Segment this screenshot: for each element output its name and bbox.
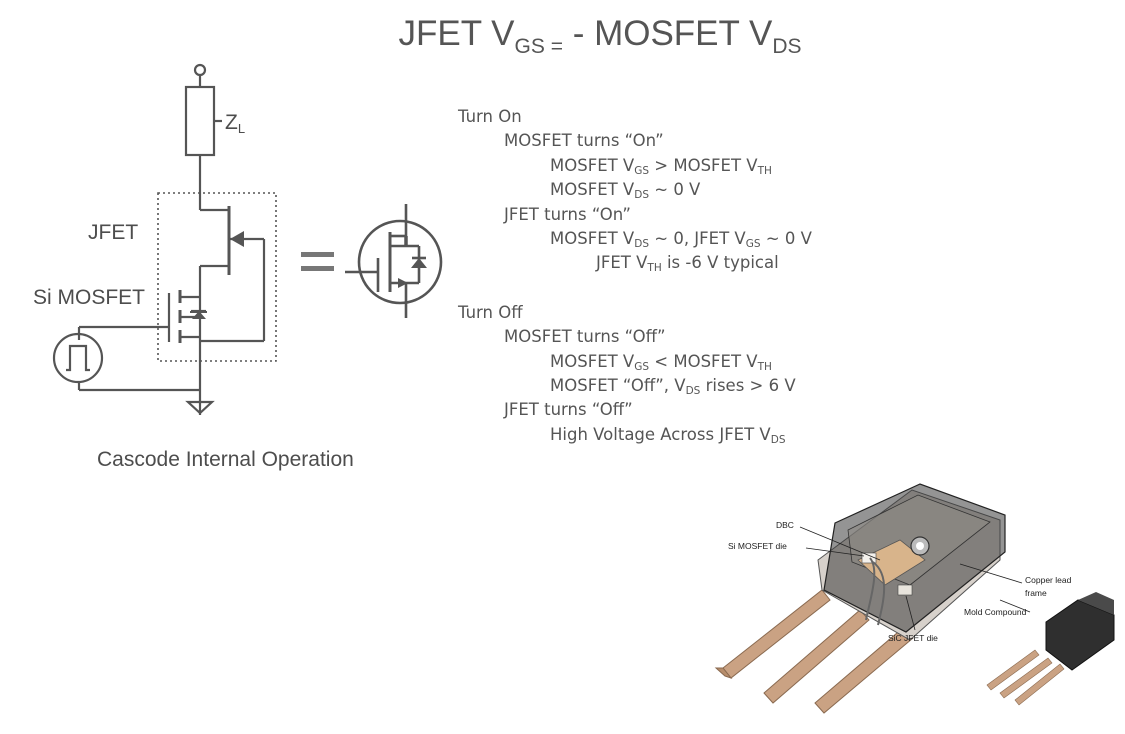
step-subscript: TH — [757, 360, 772, 373]
step-text: MOSFET V — [550, 155, 635, 175]
equals-sign — [301, 252, 334, 271]
step-text: MOSFET V — [550, 228, 635, 248]
step-subscript: TH — [757, 164, 772, 177]
step-text: MOSFET V — [550, 351, 635, 371]
step-line: MOSFET turns “On” — [458, 129, 878, 153]
step-line: JFET turns “Off” — [458, 398, 878, 422]
copper-lead-frame-label: Copper lead — [1025, 575, 1072, 585]
step-text: JFET turns “On” — [504, 204, 631, 224]
step-text: MOSFET “Off”, V — [550, 375, 686, 395]
step-text: is -6 V typical — [661, 253, 779, 273]
step-subscript: GS — [634, 360, 650, 373]
supply-terminal — [193, 63, 207, 77]
step-text: ~ 0 V — [649, 180, 701, 200]
step-line: MOSFET VGS < MOSFET VTH — [458, 350, 878, 374]
step-text: Turn Off — [458, 302, 523, 322]
step-text: MOSFET V — [550, 180, 635, 200]
step-line: JFET turns “On” — [458, 203, 878, 227]
step-text: MOSFET turns “On” — [504, 131, 664, 151]
dbc-label: DBC — [776, 520, 794, 530]
step-line: High Voltage Across JFET VDS — [458, 423, 878, 447]
si-mosfet-die-label: Si MOSFET die — [728, 541, 787, 551]
step-line: JFET VTH is -6 V typical — [458, 251, 878, 275]
body-diode — [192, 311, 206, 319]
sic-jfet-die-label: SiC JFET die — [888, 633, 938, 643]
page-title: JFET VGS = - MOSFET VDS — [398, 14, 802, 58]
step-text: JFET V — [596, 253, 648, 273]
step-line: Turn Off — [458, 301, 878, 325]
cascode-symbol — [345, 204, 443, 318]
step-line: Turn On — [458, 105, 878, 129]
zl-label: ZL — [225, 111, 246, 136]
si-mosfet-label: Si MOSFET — [33, 286, 146, 309]
step-subscript: DS — [685, 384, 701, 397]
load-resistor — [184, 85, 216, 157]
step-line: MOSFET turns “Off” — [458, 325, 878, 349]
step-text: MOSFET turns “Off” — [504, 327, 666, 347]
step-text: rises > 6 V — [700, 375, 796, 395]
schematic-caption: Cascode Internal Operation — [97, 448, 354, 471]
step-line: MOSFET “Off”, VDS rises > 6 V — [458, 374, 878, 398]
step-text: > MOSFET V — [649, 155, 758, 175]
step-text: ~ 0 V — [760, 228, 812, 248]
step-text: < MOSFET V — [649, 351, 758, 371]
step-subscript: DS — [634, 189, 649, 202]
step-gap — [458, 276, 878, 301]
step-line: MOSFET VDS ~ 0 V — [458, 178, 878, 202]
step-text: Turn On — [458, 107, 522, 126]
step-text: JFET turns “Off” — [504, 400, 633, 420]
cascode-package-outline — [157, 192, 277, 362]
copper-lead-frame-label-2: frame — [1025, 588, 1047, 598]
step-subscript: GS — [745, 237, 761, 250]
step-text: High Voltage Across JFET V — [550, 424, 771, 444]
mold-compound-label: Mold Compound — [964, 607, 1027, 617]
pulse-source — [52, 332, 104, 384]
step-subscript: GS — [634, 164, 650, 177]
step-subscript: DS — [634, 237, 649, 250]
to247-package-illustration — [714, 483, 1115, 714]
step-line: MOSFET VGS > MOSFET VTH — [458, 154, 878, 178]
step-subscript: TH — [647, 262, 662, 275]
step-subscript: DS — [770, 433, 786, 446]
jfet-label: JFET — [88, 221, 139, 244]
step-text: ~ 0, JFET V — [649, 228, 746, 248]
step-line: MOSFET VDS ~ 0, JFET VGS ~ 0 V — [458, 227, 878, 251]
